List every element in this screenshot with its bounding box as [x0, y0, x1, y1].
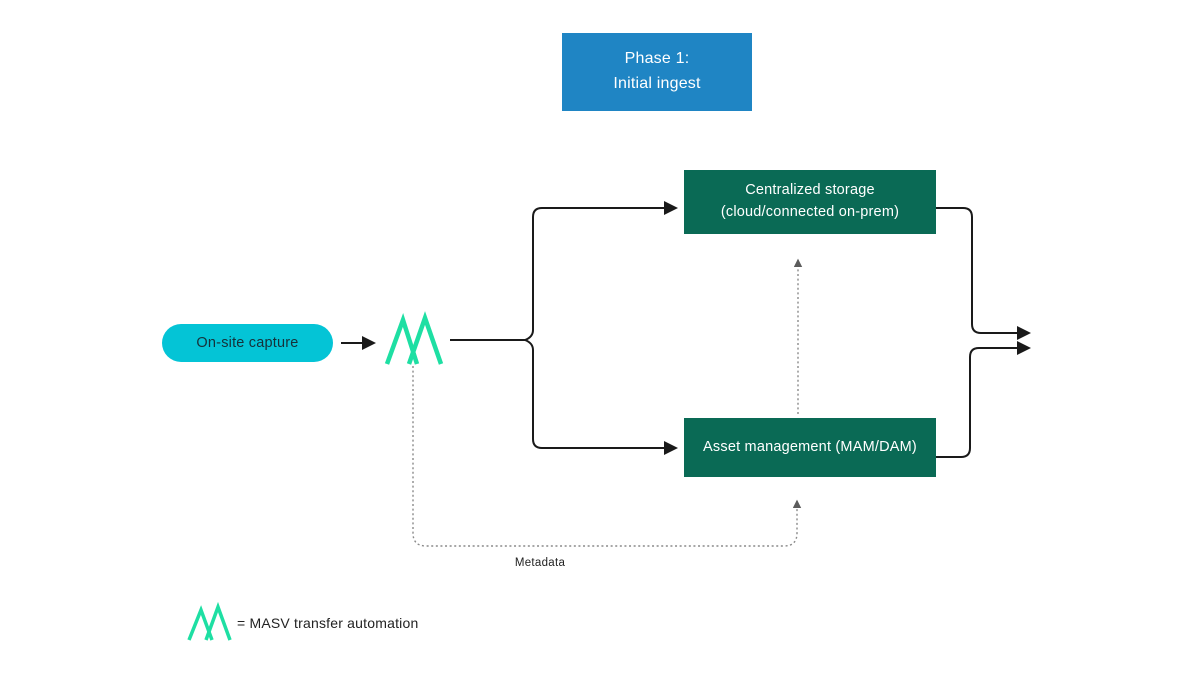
arrow-junction-to-asset: [524, 339, 678, 455]
phase-banner: Phase 1: Initial ingest: [562, 33, 752, 111]
metadata-dotted-arrow: [412, 366, 802, 547]
masv-logo-icon: [384, 311, 444, 365]
onsite-capture-label: On-site capture: [196, 335, 299, 351]
centralized-storage-line1: Centralized storage: [745, 182, 875, 199]
asset-exit-arrow: [936, 341, 1031, 458]
asset-management-node: Asset management (MAM/DAM): [684, 418, 936, 477]
phase-banner-line1: Phase 1:: [624, 50, 690, 68]
legend-text: = MASV transfer automation: [237, 615, 419, 631]
arrow-junction-to-storage: [524, 201, 678, 341]
phase-banner-line2: Initial ingest: [613, 75, 701, 92]
centralized-storage-line2: (cloud/connected on-prem): [720, 204, 900, 220]
metadata-label: Metadata: [514, 557, 566, 569]
masv-legend-icon: [187, 601, 232, 641]
centralized-storage-node: Centralized storage (cloud/connected on-…: [684, 170, 936, 234]
onsite-capture-node: On-site capture: [162, 324, 333, 362]
storage-exit-arrow: [936, 207, 1031, 340]
asset-management-label: Asset management (MAM/DAM): [703, 438, 917, 455]
